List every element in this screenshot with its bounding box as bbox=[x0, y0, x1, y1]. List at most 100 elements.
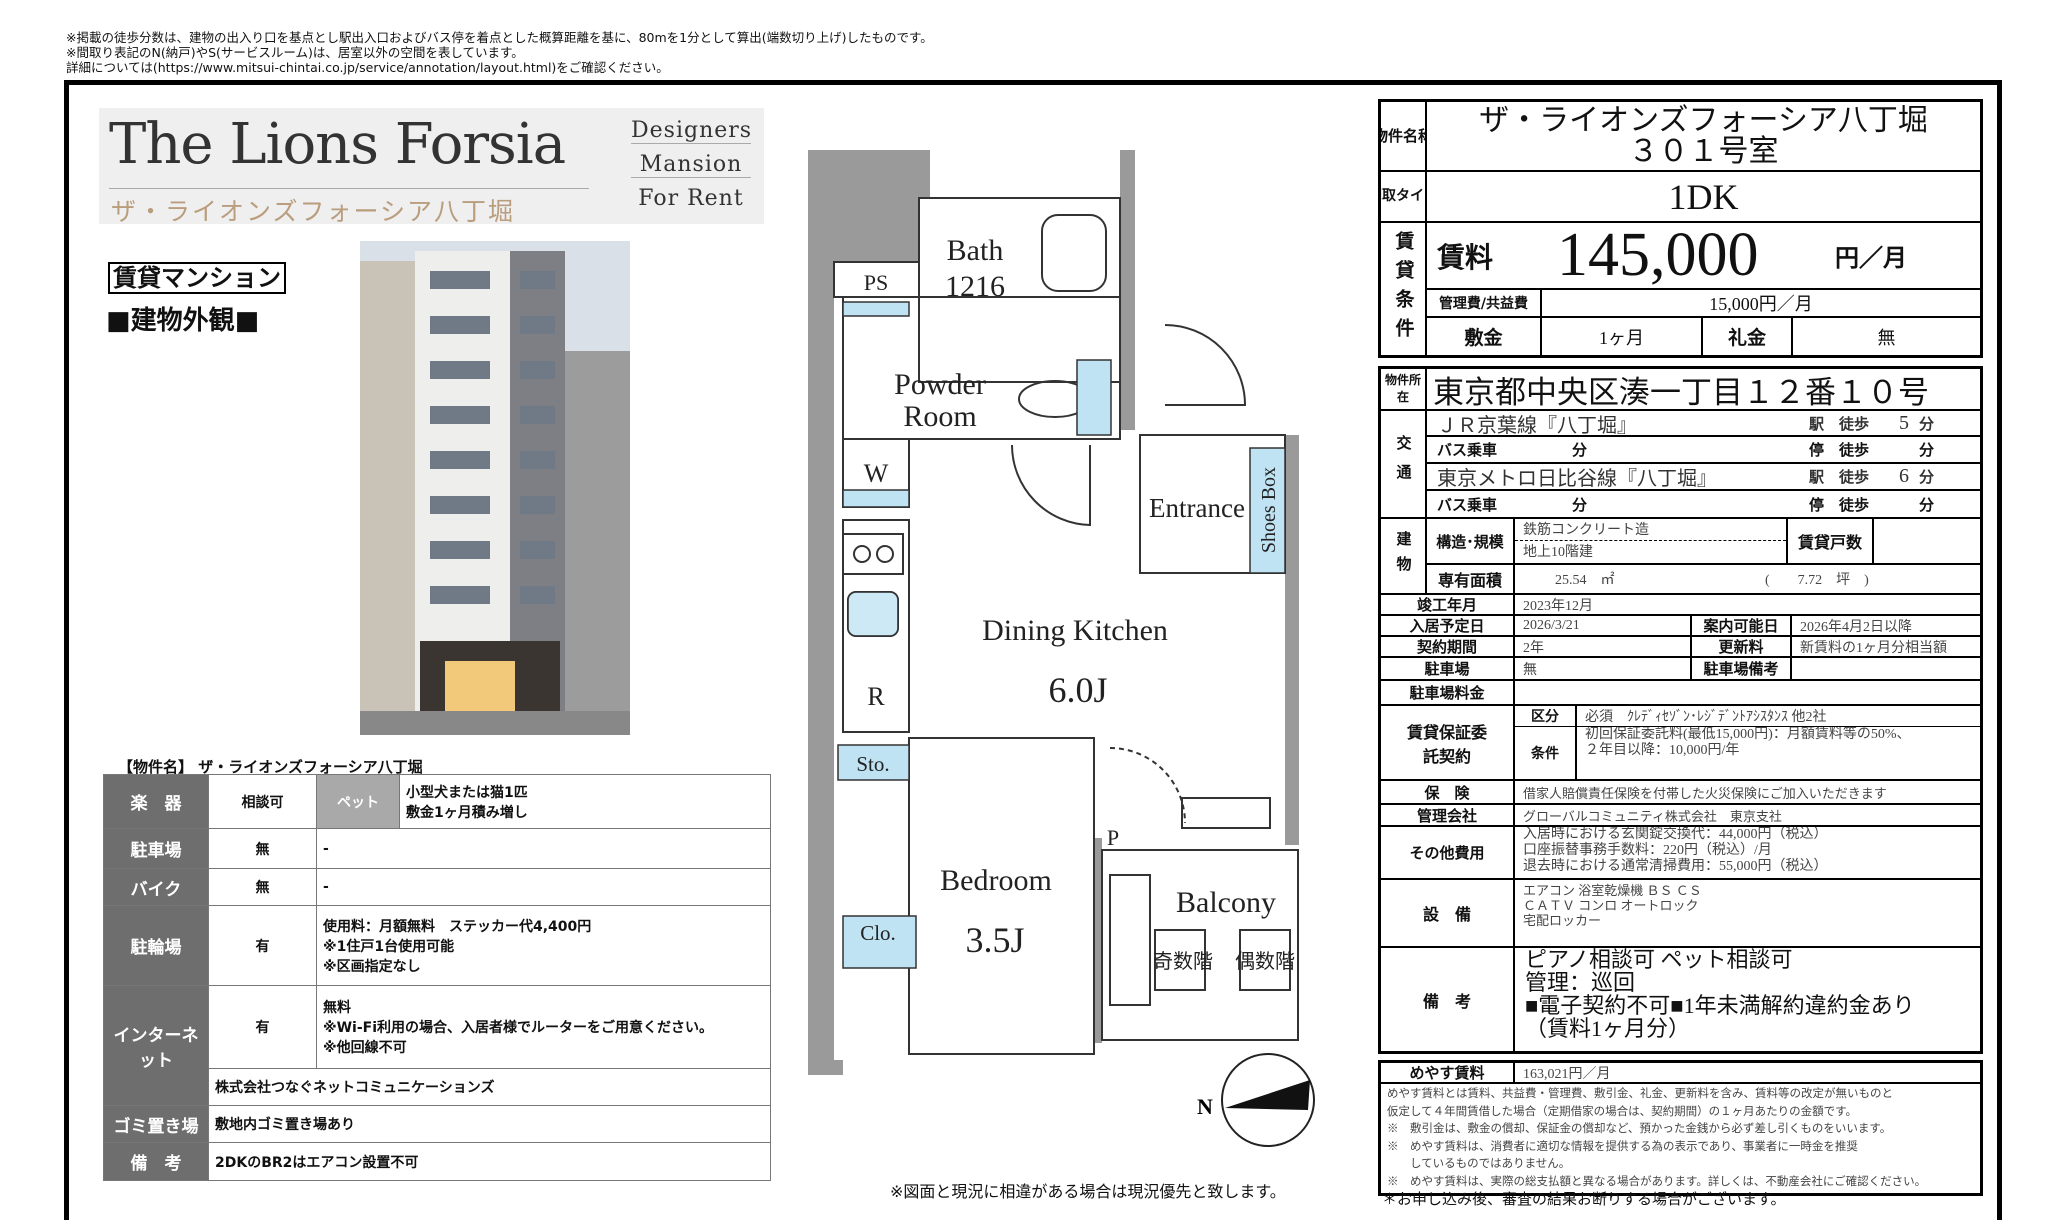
guarantee-label: 賃貸保証委託契約 bbox=[1381, 706, 1515, 779]
movein-label: 入居予定日 bbox=[1381, 616, 1515, 635]
parking-note: - bbox=[316, 828, 771, 869]
label-storage: Sto. bbox=[856, 752, 889, 776]
transport-row: バス乗車分停 徒歩分 bbox=[1427, 437, 1980, 464]
table-row: 楽 器相談可ペット小型犬または猫1匹敷金1ヶ月積み増し bbox=[103, 774, 771, 829]
category-badge: 賃貸マンション bbox=[108, 262, 286, 294]
remarks: ピアノ相談可 ペット相談可管理：巡回■電子契約不可■1年未満解約違約金あり（賃料… bbox=[1525, 948, 1915, 1041]
bicycle-value: 有 bbox=[208, 905, 317, 986]
walls bbox=[808, 150, 1299, 1075]
logo-tagline: Designers bbox=[631, 118, 753, 144]
logo-title: The Lions Forsia bbox=[109, 112, 566, 177]
internet-provider: 株式会社つなぐネットコミュニケーションズ bbox=[208, 1068, 771, 1106]
note-line: ※掲載の徒歩分数は、建物の出入り口を基点とし駅出入口およびバス停を着点とした概算… bbox=[66, 30, 933, 45]
units-value bbox=[1874, 519, 1980, 563]
garbage-value: 敷地内ゴミ置き場あり bbox=[208, 1105, 771, 1143]
building-label: 建物 bbox=[1381, 519, 1427, 593]
rent-amount: 145,000 bbox=[1557, 223, 1759, 288]
built-label: 竣工年月 bbox=[1381, 595, 1515, 614]
parking-note-value bbox=[1792, 658, 1980, 679]
built-value: 2023年12月 bbox=[1523, 598, 1593, 614]
label-powder: Powder bbox=[894, 368, 986, 401]
label-bedroom-size: 3.5J bbox=[965, 920, 1024, 960]
address: 東京都中央区湊一丁目１２番１０号 bbox=[1433, 374, 1929, 410]
mgmt-fee: 15,000円／月 bbox=[1709, 294, 1813, 314]
bicycle-label: 駐輪場 bbox=[103, 905, 209, 986]
parking-value: 無 bbox=[208, 828, 317, 869]
deposit-value: 1ヶ月 bbox=[1542, 318, 1703, 355]
remarks-label: 備 考 bbox=[103, 1142, 209, 1181]
manager-value: グローバルコミュニティ株式会社 東京支社 bbox=[1523, 808, 1782, 824]
label-refrigerator: R bbox=[867, 682, 885, 711]
instrument-label: 楽 器 bbox=[103, 774, 209, 829]
insurance-value: 借家人賠償責任保険を付帯した火災保険にご加入いただきます bbox=[1523, 785, 1887, 801]
table-row: 駐輪場有使用料：月額無料 ステッカー代4,400円※1住戸1台使用可能※区画指定… bbox=[103, 905, 771, 986]
property-name-line: 【物件名】 ザ・ライオンズフォーシア八丁堀 bbox=[118, 756, 423, 777]
meyasu-notes: めやす賃料とは賃料、共益費・管理費、敷引金、礼金、更新料を含み、賃料等の改定が無… bbox=[1387, 1088, 1927, 1188]
equipment-label: 設 備 bbox=[1381, 880, 1515, 946]
term-label: 契約期間 bbox=[1381, 637, 1515, 656]
meyasu-value: 163,021円／月 bbox=[1523, 1066, 1611, 1082]
disclaimer-notes: ※掲載の徒歩分数は、建物の出入り口を基点とし駅出入口およびバス停を着点とした概算… bbox=[66, 30, 933, 75]
remarks-label: 備 考 bbox=[1381, 948, 1515, 1051]
building-photo bbox=[360, 241, 630, 735]
label-powder-room: Room bbox=[903, 400, 976, 433]
type-label: 間取タイプ bbox=[1381, 172, 1427, 221]
label-dining-kitchen: Dining Kitchen bbox=[982, 614, 1168, 647]
area-label: 専有面積 bbox=[1427, 565, 1515, 593]
guarantee-kubun: 必須 ｸﾚﾃﾞｨｾｿﾞﾝ･ﾚｼﾞﾃﾞﾝﾄｱｼｽﾀﾝｽ 他2社 bbox=[1585, 710, 1827, 725]
note-line: ※間取り表記のN(納戸)やS(サービスルーム)は、居室以外の空間を表しています。 bbox=[66, 45, 524, 60]
transport-row: バス乗車分停 徒歩分 bbox=[1437, 495, 1935, 514]
label-washer: W bbox=[864, 459, 889, 488]
other-fees-label: その他費用 bbox=[1381, 827, 1515, 878]
transport-label: 交通 bbox=[1381, 411, 1427, 517]
label-shoes-box: Shoes Box bbox=[1258, 467, 1280, 553]
label-ps: PS bbox=[864, 270, 888, 295]
area-value: 25.54 ㎡( 7.72 坪 ) bbox=[1555, 573, 1869, 588]
parking-label: 駐車場 bbox=[1381, 658, 1515, 679]
amenities-table: 楽 器相談可ペット小型犬または猫1匹敷金1ヶ月積み増し 駐車場無- バイク無- … bbox=[103, 774, 771, 1181]
key-money-label: 礼金 bbox=[1703, 318, 1793, 355]
screening-note: ＊お申し込み後、審査の結果お断りする場合がございます。 bbox=[1382, 1192, 1786, 1208]
terms-label: 賃貸条件 bbox=[1381, 223, 1427, 355]
pet-label: ペット bbox=[316, 774, 400, 829]
meyasu-box: めやす賃料 163,021円／月 めやす賃料とは賃料、共益費・管理費、敷引金、礼金… bbox=[1378, 1060, 1983, 1196]
table-row: インターネット有無料※Wi-Fi利用の場合、入居者様でルーターをご用意ください。… bbox=[103, 985, 771, 1106]
parking-fee-value bbox=[1515, 681, 1980, 704]
label-dk-size: 6.0J bbox=[1048, 670, 1107, 710]
address-label: 物件所在 bbox=[1381, 369, 1427, 409]
internet-note: 無料※Wi-Fi利用の場合、入居者様でルーターをご用意ください。※他回線不可 bbox=[316, 985, 771, 1069]
logo-tagline: For Rent bbox=[638, 186, 744, 211]
logo-tagline: Mansion bbox=[631, 152, 751, 178]
label-bedroom: Bedroom bbox=[940, 864, 1052, 897]
parking-fee-label: 駐車場料金 bbox=[1381, 681, 1515, 704]
instrument-value: 相談可 bbox=[208, 774, 317, 829]
rent-label: 賃料 bbox=[1437, 240, 1494, 274]
manager-label: 管理会社 bbox=[1381, 805, 1515, 825]
internet-label: インターネット bbox=[103, 985, 209, 1106]
renewal-label: 更新料 bbox=[1692, 637, 1792, 656]
layout-type: 1DK bbox=[1668, 176, 1739, 217]
deposit-label: 敷金 bbox=[1427, 318, 1542, 355]
brand-logo: The Lions Forsia ザ・ライオンズフォーシア八丁堀 Designe… bbox=[99, 108, 764, 226]
guarantee-kubun-label: 区分 bbox=[1515, 706, 1577, 726]
meyasu-label: めやす賃料 bbox=[1381, 1063, 1515, 1082]
structure-label: 構造･規模 bbox=[1427, 519, 1515, 563]
table-row: 駐車場無- bbox=[103, 828, 771, 869]
label-entrance: Entrance bbox=[1149, 493, 1245, 523]
label-bath-size: 1216 bbox=[945, 270, 1005, 303]
insurance-label: 保 険 bbox=[1381, 781, 1515, 803]
rent-unit: 円／月 bbox=[1835, 244, 1907, 272]
north-label: N bbox=[1197, 1094, 1213, 1119]
table-row: バイク無- bbox=[103, 868, 771, 906]
name-label: 物件名称 bbox=[1381, 102, 1427, 170]
logo-subtitle: ザ・ライオンズフォーシア八丁堀 bbox=[111, 197, 516, 226]
